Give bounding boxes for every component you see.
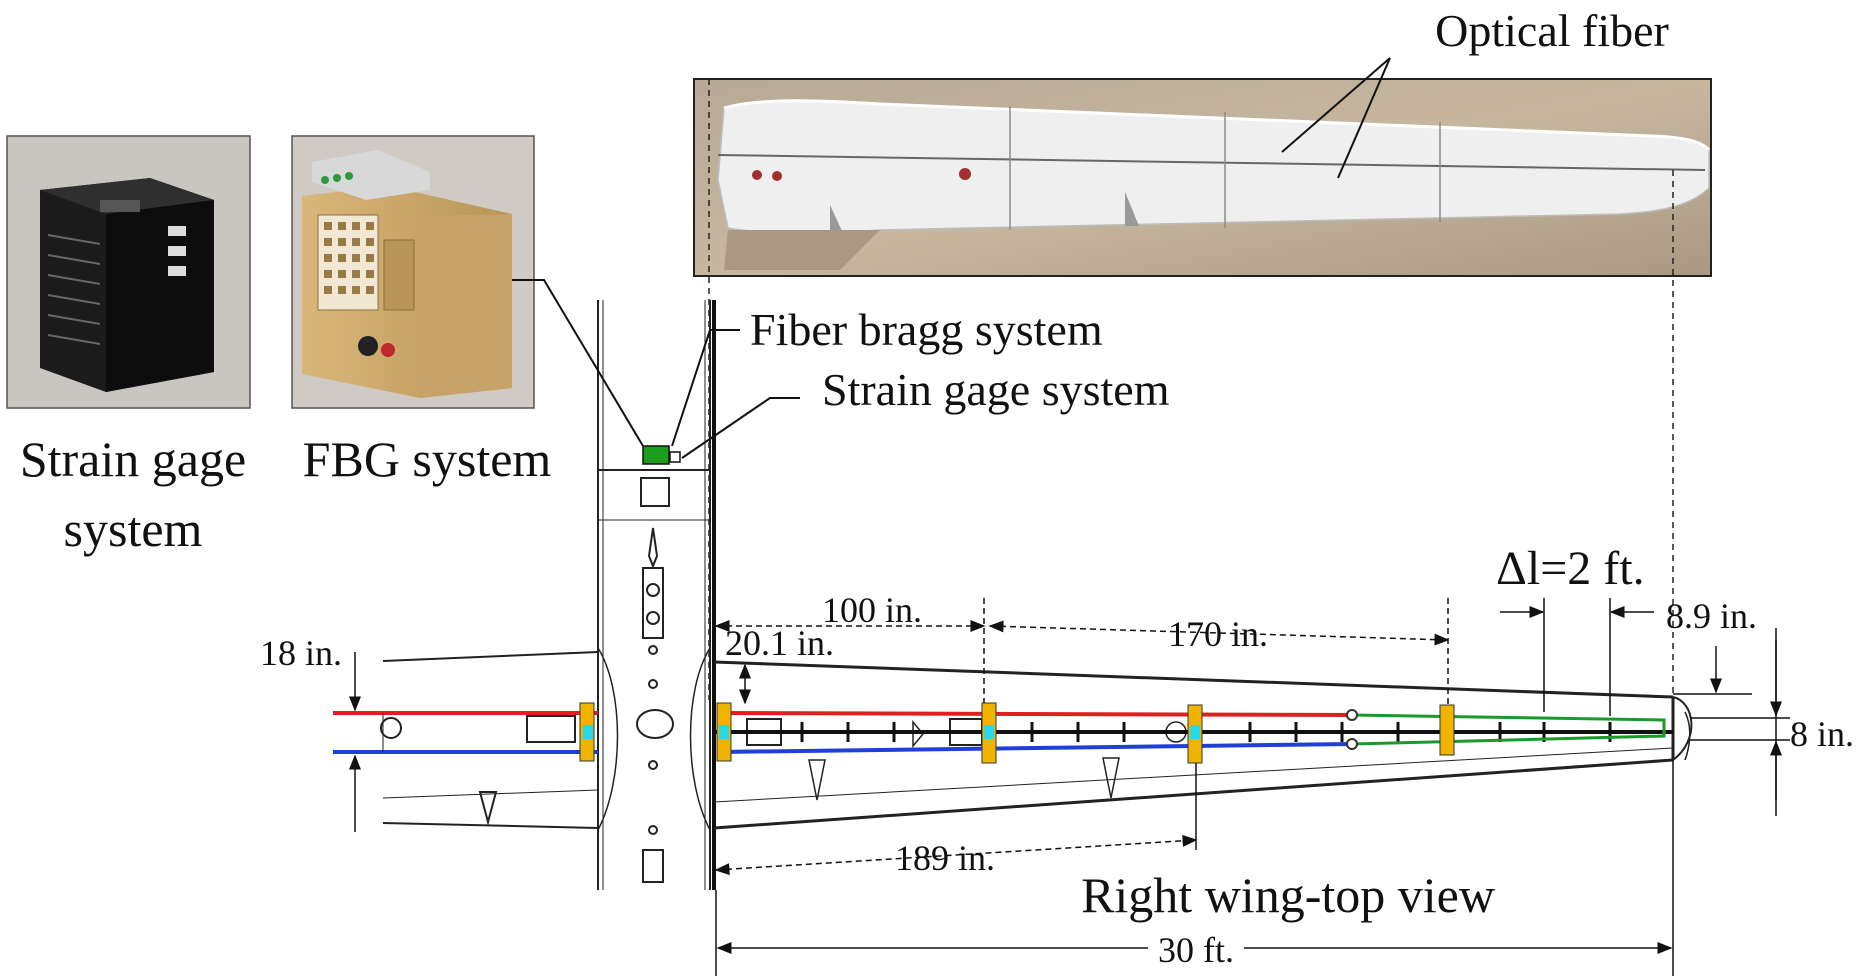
strain-gage-caption-line1: Strain gage <box>20 431 246 487</box>
dim-30ft-label-bg <box>1148 932 1244 966</box>
strain-gage-leader <box>681 397 800 459</box>
right-blue-fiber <box>717 742 1353 754</box>
sensor-station-100in <box>981 702 997 764</box>
dim-18-label: 18 in. <box>260 633 342 673</box>
dim-100-label: 100 in. <box>822 590 922 630</box>
red-green-junction <box>1346 709 1358 721</box>
optical-fiber-label: Optical fiber <box>1435 5 1669 56</box>
sensor-station-189in <box>1187 704 1203 764</box>
spar-ticks <box>800 722 1612 742</box>
dim-170-label: 170 in. <box>1168 614 1268 654</box>
strain-gage-photo <box>6 135 251 409</box>
optical-fiber-leader-2 <box>1337 57 1391 179</box>
dim-8-label: 8 in. <box>1790 714 1854 754</box>
dim-189-label: 189 in. <box>895 838 995 878</box>
strain-gage-system-box <box>669 451 681 463</box>
dim-189-line <box>714 834 1198 876</box>
right-wing-outline <box>713 660 1693 830</box>
right-wing-title: Right wing-top view <box>1081 867 1495 923</box>
fbg-system-photo <box>291 135 535 409</box>
fiber-bragg-system-box <box>642 445 670 465</box>
left-wing-stub <box>380 651 599 829</box>
dim-8-9-label: 8.9 in. <box>1666 596 1757 636</box>
strain-gage-caption-line2: system <box>64 501 203 557</box>
fiber-bragg-system-label: Fiber bragg system <box>750 304 1103 355</box>
wing-photo <box>693 78 1712 277</box>
dim-30ft-label: 30 ft. <box>1158 930 1234 970</box>
fuselage <box>597 300 711 890</box>
fiber-bragg-leader <box>671 329 740 447</box>
sensor-station-root <box>716 702 732 762</box>
dim-170-line <box>988 620 1450 646</box>
delta-l-label: Δl=2 ft. <box>1496 542 1645 595</box>
fbg-system-caption: FBG system <box>303 431 552 487</box>
dim-20-1-label: 20.1 in. <box>725 623 834 663</box>
sensor-station-270in <box>1439 704 1455 756</box>
blue-green-junction <box>1346 738 1358 750</box>
strain-gage-system-label: Strain gage system <box>822 364 1170 415</box>
fbg-photo-leader <box>512 279 644 447</box>
right-red-fiber <box>717 711 1353 717</box>
right-green-fiber <box>1351 713 1666 746</box>
optical-fiber-leader-1 <box>1281 57 1391 153</box>
sensor-station-left <box>579 702 595 762</box>
